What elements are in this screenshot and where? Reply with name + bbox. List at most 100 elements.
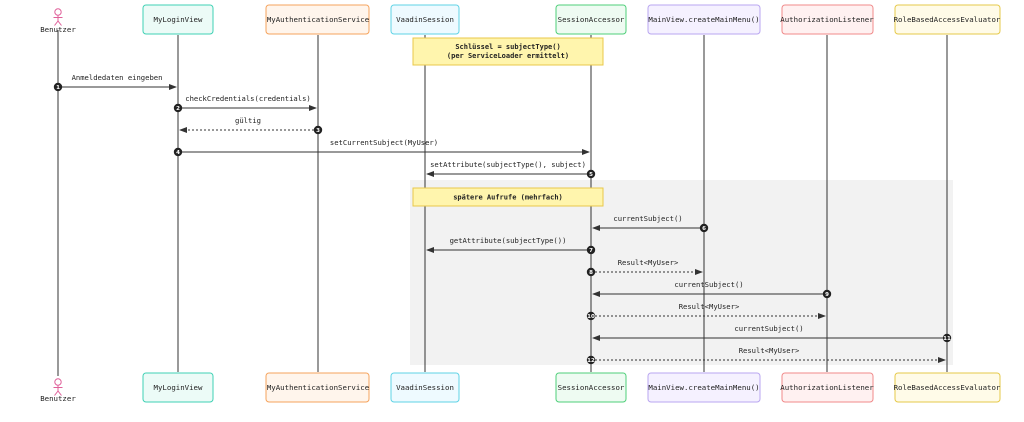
- participant-label: AuthorizationListener: [780, 15, 874, 24]
- participant-myauthenticationservice-top: MyAuthenticationService: [265, 4, 370, 35]
- note-later-calls: spätere Aufrufe (mehrfach): [412, 187, 604, 207]
- note-subject-key: Schlüssel = subjectType() (per ServiceLo…: [412, 37, 604, 66]
- participant-vaadinsession-top: VaadinSession: [390, 4, 460, 35]
- sequence-number: 7: [589, 248, 593, 254]
- participant-box: [647, 4, 761, 35]
- participant-box: [894, 372, 1001, 403]
- participant-rolebasedaccessevaluator-bottom: RoleBasedAccessEvaluator: [894, 372, 1001, 403]
- participant-box: [390, 372, 460, 403]
- note-box: [412, 37, 604, 66]
- participant-label: MainView.createMainMenu(): [648, 383, 759, 392]
- sequence-number-badge: [53, 82, 63, 92]
- participant-box: [555, 372, 627, 403]
- participant-label: MyLoginView: [154, 383, 203, 392]
- participant-box: [265, 4, 370, 35]
- participant-label: MainView.createMainMenu(): [648, 15, 759, 24]
- message-label: setCurrentSubject(MyUser): [330, 138, 438, 147]
- note-line: spätere Aufrufe (mehrfach): [453, 194, 563, 202]
- sequence-number-badge: [586, 311, 596, 321]
- participant-myauthenticationservice-bottom: MyAuthenticationService: [265, 372, 370, 403]
- actor-head: [54, 378, 62, 386]
- actor-label-top: Benutzer: [40, 25, 76, 34]
- message-6: currentSubject() 6: [592, 214, 709, 233]
- message-5: setAttribute(subjectType(), subject) 5: [426, 160, 596, 179]
- participant-label: MyAuthenticationService: [267, 15, 370, 24]
- participant-box: [555, 4, 627, 35]
- message-label: currentSubject(): [613, 214, 682, 223]
- message-label: currentSubject(): [674, 280, 743, 289]
- message-label: Result<MyUser>: [618, 258, 679, 267]
- message-label: Anmeldedaten eingeben: [72, 73, 163, 82]
- participant-box: [647, 372, 761, 403]
- sequence-number: 3: [316, 128, 320, 134]
- message-10: Result<MyUser> 10: [586, 302, 826, 321]
- participant-label: SessionAccessor: [558, 383, 625, 392]
- message-7: getAttribute(subjectType()) 7: [426, 236, 596, 255]
- actor-bottom: [53, 378, 63, 396]
- message-11: currentSubject() 11: [592, 324, 952, 343]
- participant-vaadinsession-bottom: VaadinSession: [390, 372, 460, 403]
- sequence-number: 6: [702, 226, 706, 232]
- sequence-number: 1: [56, 85, 60, 91]
- sequence-number: 10: [587, 314, 595, 320]
- participant-box: [390, 4, 460, 35]
- sequence-number: 5: [589, 172, 593, 178]
- sequence-number-badge: [586, 267, 596, 277]
- note-line: (per ServiceLoader ermittelt): [447, 52, 569, 60]
- participant-label: SessionAccessor: [558, 15, 625, 24]
- participant-authorizationlistener-bottom: AuthorizationListener: [780, 372, 874, 403]
- participant-rolebasedaccessevaluator-top: RoleBasedAccessEvaluator: [894, 4, 1001, 35]
- participant-box: [142, 4, 214, 35]
- participant-box: [265, 372, 370, 403]
- actor-top: [53, 8, 63, 26]
- participant-box: [781, 4, 874, 35]
- message-label: checkCredentials(credentials): [185, 94, 311, 103]
- sequence-number-badge: [942, 333, 952, 343]
- message-label: gültig: [235, 116, 261, 125]
- message-1: Anmeldedaten eingeben 1: [53, 73, 177, 92]
- message-12: Result<MyUser> 12: [586, 346, 946, 365]
- sequence-number: 9: [825, 292, 829, 298]
- participant-box: [894, 4, 1001, 35]
- participant-myloginview-top: MyLoginView: [142, 4, 214, 35]
- message-label: Result<MyUser>: [679, 302, 740, 311]
- message-label: Result<MyUser>: [739, 346, 800, 355]
- sequence-number-badge: [173, 147, 183, 157]
- loop-region: [410, 180, 953, 365]
- note-box: [412, 187, 604, 207]
- participant-label: VaadinSession: [396, 15, 454, 24]
- message-label: getAttribute(subjectType()): [450, 236, 567, 245]
- message-label: currentSubject(): [734, 324, 803, 333]
- sequence-number-badge: [313, 125, 323, 135]
- sequence-number: 12: [587, 358, 595, 364]
- participant-authorizationlistener-top: AuthorizationListener: [780, 4, 874, 35]
- actor-head: [54, 8, 62, 16]
- participant-label: MyAuthenticationService: [267, 383, 370, 392]
- sequence-number-badge: [586, 355, 596, 365]
- sequence-number-badge: [173, 103, 183, 113]
- sequence-number: 8: [589, 270, 593, 276]
- message-4: setCurrentSubject(MyUser) 4: [173, 138, 590, 157]
- sequence-number-badge: [586, 169, 596, 179]
- participant-label: AuthorizationListener: [780, 383, 874, 392]
- participant-sessionaccessor-top: SessionAccessor: [555, 4, 627, 35]
- participant-myloginview-bottom: MyLoginView: [142, 372, 214, 403]
- sequence-number-badge: [822, 289, 832, 299]
- participant-mainview-top: MainView.createMainMenu(): [647, 4, 761, 35]
- participant-sessionaccessor-bottom: SessionAccessor: [555, 372, 627, 403]
- sequence-number: 4: [176, 150, 180, 156]
- participant-label: RoleBasedAccessEvaluator: [894, 15, 1001, 24]
- participant-label: RoleBasedAccessEvaluator: [894, 383, 1001, 392]
- participant-label: VaadinSession: [396, 383, 454, 392]
- message-9: currentSubject() 9: [592, 280, 832, 299]
- note-line: Schlüssel = subjectType(): [455, 43, 560, 51]
- sequence-number-badge: [586, 245, 596, 255]
- message-2: checkCredentials(credentials) 2: [173, 94, 317, 113]
- participant-box: [781, 372, 874, 403]
- message-8: Result<MyUser> 8: [586, 258, 703, 277]
- participant-box: [142, 372, 214, 403]
- participant-label: MyLoginView: [154, 15, 203, 24]
- sequence-number: 11: [943, 336, 951, 342]
- participant-mainview-bottom: MainView.createMainMenu(): [647, 372, 761, 403]
